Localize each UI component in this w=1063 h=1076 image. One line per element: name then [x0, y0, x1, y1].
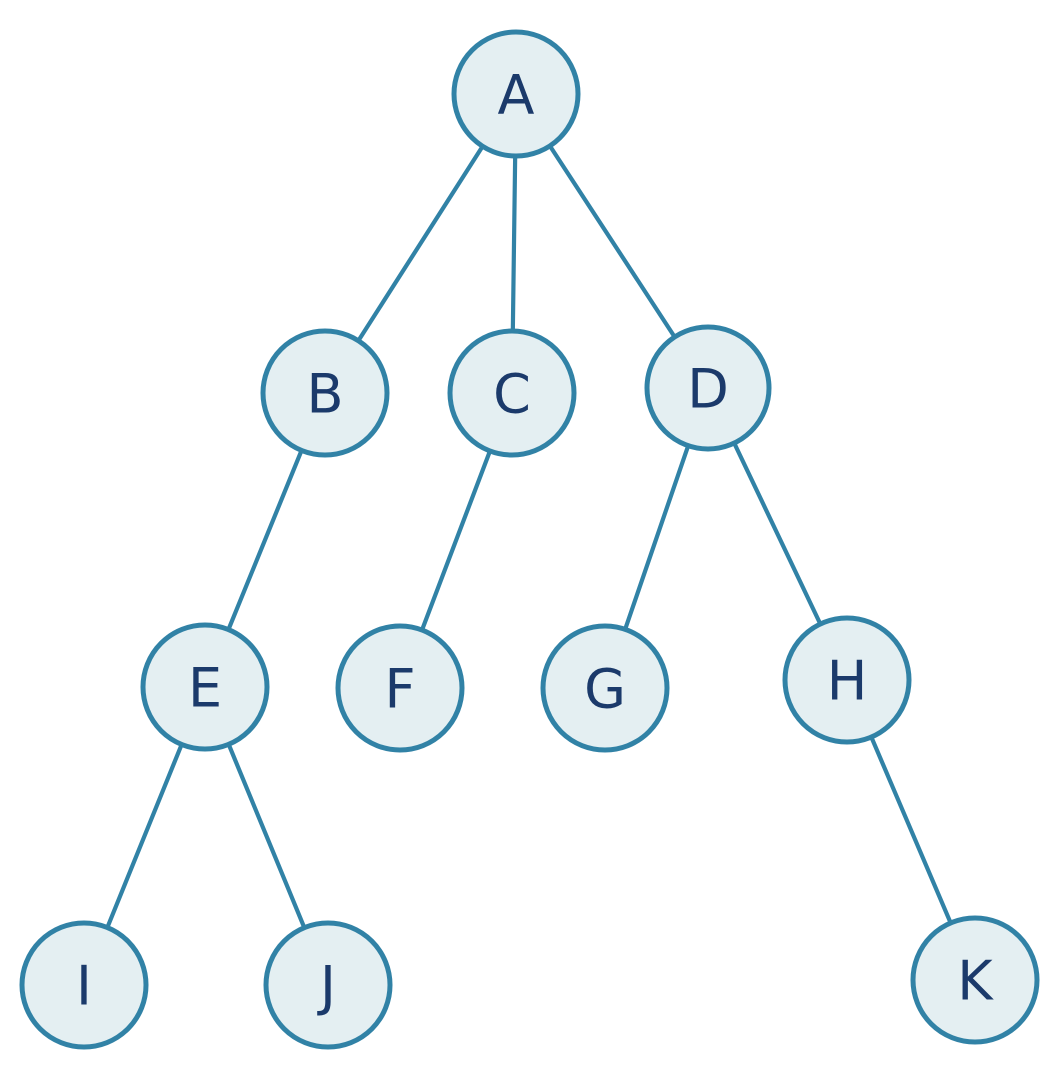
node-circle-b[interactable]: [260, 328, 390, 458]
node-h[interactable]: H: [782, 615, 912, 745]
node-circle-j[interactable]: [263, 920, 393, 1050]
node-circle-f[interactable]: [335, 623, 465, 753]
node-label-f: F: [384, 658, 415, 721]
edge-h-k: [869, 735, 953, 925]
node-e[interactable]: E: [140, 622, 270, 752]
node-a[interactable]: A: [451, 29, 581, 159]
node-circle-h[interactable]: [782, 615, 912, 745]
node-circle-g[interactable]: [540, 623, 670, 753]
node-circle-k[interactable]: [910, 915, 1040, 1045]
edge-e-i: [105, 743, 184, 929]
edge-e-j: [226, 743, 307, 929]
nodes-layer: A B C D E F G H I J K: [19, 29, 1040, 1050]
node-circle-i[interactable]: [19, 920, 149, 1050]
edges-layer: [105, 144, 953, 929]
edge-a-d: [548, 144, 677, 339]
node-circle-e[interactable]: [140, 622, 270, 752]
node-f[interactable]: F: [335, 623, 465, 753]
node-label-h: H: [827, 650, 868, 713]
node-label-c: C: [493, 363, 531, 426]
edge-d-g: [623, 444, 690, 631]
node-i[interactable]: I: [19, 920, 149, 1050]
node-label-b: B: [306, 363, 343, 426]
node-label-a: A: [498, 64, 535, 127]
node-k[interactable]: K: [910, 915, 1040, 1045]
edge-a-b: [356, 144, 485, 343]
node-circle-d[interactable]: [644, 324, 772, 452]
node-label-k: K: [957, 950, 994, 1013]
node-circle-a[interactable]: [451, 29, 581, 159]
edge-b-e: [226, 449, 304, 631]
node-j[interactable]: J: [263, 920, 393, 1050]
node-circle-c[interactable]: [447, 328, 577, 458]
node-label-j: J: [317, 955, 336, 1018]
node-label-d: D: [687, 358, 729, 421]
edge-d-h: [732, 441, 823, 626]
node-label-e: E: [188, 657, 222, 720]
edge-a-c: [510, 154, 518, 333]
edge-c-f: [420, 449, 492, 632]
node-label-g: G: [584, 658, 626, 721]
node-g[interactable]: G: [540, 623, 670, 753]
node-b[interactable]: B: [260, 328, 390, 458]
node-c[interactable]: C: [447, 328, 577, 458]
node-d[interactable]: D: [644, 324, 772, 452]
node-label-i: I: [76, 955, 92, 1018]
